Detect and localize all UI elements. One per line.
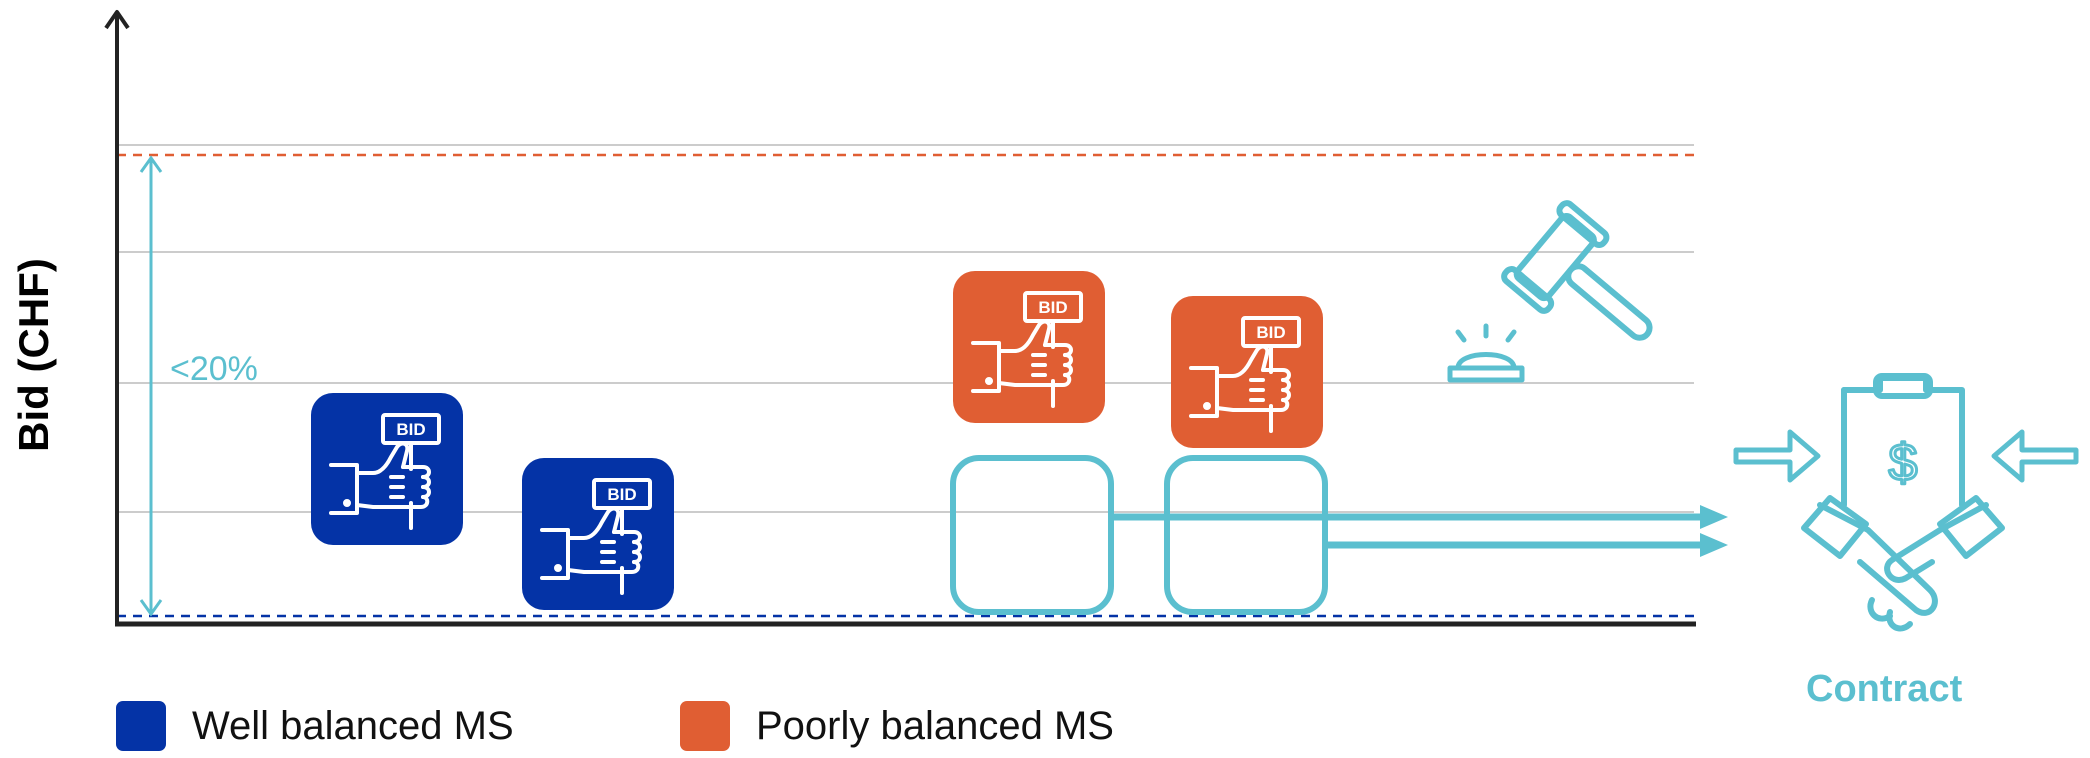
y-axis [104, 10, 130, 624]
contract-label: Contract [1806, 668, 1963, 710]
arrow-right-icon [1700, 505, 1728, 529]
bid-tag: BID [1256, 323, 1285, 342]
bid-tag: BID [396, 420, 425, 439]
legend-label: Well balanced MS [192, 703, 514, 748]
gavel-icon [1501, 200, 1653, 341]
arrow-right-icon [1991, 429, 2079, 483]
arrow-to-contract [1111, 505, 1728, 529]
legend-item-poorly: Poorly balanced MS [680, 700, 1114, 752]
legend-swatch-well [116, 701, 166, 751]
legend-swatch-poorly [680, 701, 730, 751]
placeholder-box [950, 455, 1114, 615]
range-annotation: <20% [170, 350, 258, 388]
bid-tag: BID [607, 485, 636, 504]
bid-card [1171, 296, 1323, 448]
bid-tag: BID [1038, 298, 1067, 317]
placeholder-box [1164, 455, 1328, 615]
arrow-left-icon [1733, 429, 1821, 483]
arrow-right-icon [1700, 533, 1728, 557]
legend-item-well: Well balanced MS [116, 700, 514, 752]
bid-card [522, 458, 674, 610]
bell-icon [1447, 323, 1525, 383]
contract-handshake-icon: $ [1801, 373, 2005, 632]
dollar-sign-icon: $ [1889, 434, 1918, 492]
y-axis-label: Bid (CHF) [10, 258, 57, 452]
arrowhead-icon [104, 10, 130, 30]
legend-label: Poorly balanced MS [756, 703, 1114, 748]
range-arrow [139, 155, 163, 617]
arrow-to-contract [1325, 533, 1728, 557]
bid-card [953, 271, 1105, 423]
bid-card [311, 393, 463, 545]
